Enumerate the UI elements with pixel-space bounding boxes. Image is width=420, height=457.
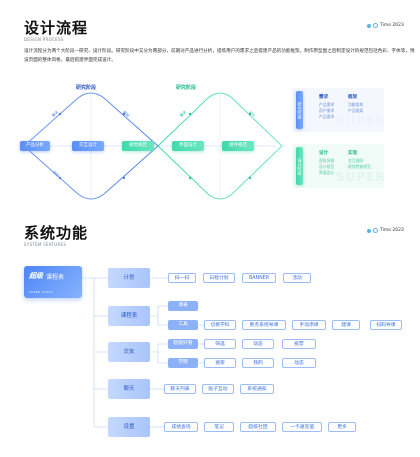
arrow-dot-2 (122, 112, 126, 116)
course-sub-table[interactable]: 课表 (168, 301, 198, 311)
design-card: SUPER 设计阶段 设计 视觉风格 设计规范 界面设计 实现 交互规则 视觉检… (292, 144, 386, 188)
node-product-analysis[interactable]: 产品分析 (20, 141, 50, 151)
research-col1-item: 产品需求 (319, 102, 335, 107)
chat-item-post[interactable]: 贴子互动 (202, 384, 234, 394)
research-col1-head: 需求 (319, 95, 329, 100)
research-card: SUPER 研究阶段 需求 产品需求 用户需求 产品需求 框架 功能架构 产品框… (292, 88, 386, 132)
phase-design-label: 研究阶段 (176, 85, 197, 91)
design-col1-head: 设计 (319, 151, 329, 156)
settings-item-club[interactable]: 超级社团 (240, 422, 276, 432)
design-card-tab-text: 设计阶段 (297, 157, 303, 175)
friends-item-feed[interactable]: 动态 (242, 339, 274, 349)
research-col2-item: 产品框架 (348, 108, 364, 113)
section2-subtitle: SYSTEM FEATURES (24, 242, 67, 247)
design-col1-item: 视觉风格 (319, 158, 335, 163)
research-col2-head: 框架 (348, 95, 358, 100)
section1-subtitle: DESIGN PROCESS (24, 37, 64, 42)
design-col1-item: 界面设计 (319, 170, 335, 175)
settings-item-more[interactable]: 更多 (328, 422, 356, 432)
chat-item-notify[interactable]: 系统通知 (240, 384, 274, 394)
node-ui-design[interactable]: 界面设计 (172, 141, 204, 151)
course-sub: SUPER CLASS (29, 290, 53, 294)
plan-item-banner[interactable]: BANNER (242, 273, 276, 283)
research-col1-item: 产品需求 (319, 114, 335, 119)
design-col2-head: 实现 (348, 151, 358, 156)
tool-item-build[interactable]: 建课 (332, 320, 360, 330)
arrow-dot-7 (188, 176, 192, 180)
section1-brand: Timo 2023 (367, 23, 404, 28)
settings-item-notes[interactable]: 笔记 (204, 422, 234, 432)
tool-item-import-system[interactable]: 教务系统导课 (242, 320, 286, 330)
category-plan[interactable]: 计划 (108, 268, 150, 288)
arrow-dot-5 (188, 112, 192, 116)
design-col1-item: 设计规范 (319, 164, 335, 169)
design-col2-item: 视觉检查规范 (348, 164, 371, 169)
design-diamond (157, 92, 283, 200)
design-card-tab: 设计阶段 (296, 147, 303, 185)
course-sub-tools[interactable]: 工具 (168, 320, 198, 330)
brand-text: Timo 2023 (380, 228, 404, 233)
section1-title: 设计流程 (24, 19, 89, 37)
tool-item-scan-import[interactable]: 扫码导课 (370, 320, 402, 330)
arrow-dot-1 (58, 112, 62, 116)
tool-item-manual-add[interactable]: 手动添课 (292, 320, 326, 330)
design-col2-item: 交互规则 (348, 158, 364, 163)
college-item-search[interactable]: 搜索 (204, 358, 236, 368)
category-settings[interactable]: 设置 (108, 417, 150, 437)
brand-ring-icon (373, 228, 378, 233)
friends-sub-college[interactable]: 学院 (168, 358, 198, 368)
arrow-dot-3 (58, 176, 62, 180)
friends-sub-super[interactable]: 超级好看 (168, 339, 198, 349)
plan-item-scan[interactable]: 扫一扫 (168, 273, 196, 283)
arrow-dot-4 (122, 176, 126, 180)
category-course[interactable]: 课程表 (108, 306, 150, 326)
research-col2-item: 功能架构 (348, 102, 364, 107)
brand-ring-icon (373, 23, 378, 28)
college-item-mine[interactable]: 我的 (242, 358, 274, 368)
category-friends[interactable]: 交友 (108, 342, 150, 362)
brand-text: Timo 2023 (380, 23, 404, 28)
course-label: 课程表 (46, 274, 65, 281)
settings-item-grades[interactable]: 成绩查询 (164, 422, 198, 432)
brand-dot-icon (367, 23, 371, 28)
research-card-watermark: SUPER (336, 114, 386, 128)
design-card-watermark: SUPER (336, 170, 386, 184)
phase-research-label: 研究阶段 (76, 85, 97, 91)
plan-item-activity[interactable]: 活动 (283, 273, 311, 283)
research-card-tab-text: 研究阶段 (297, 101, 303, 119)
friends-item-vote[interactable]: 投票 (282, 339, 316, 349)
research-card-tab: 研究阶段 (296, 91, 303, 129)
section2-title: 系统功能 (24, 224, 89, 242)
category-chat[interactable]: 聊天 (108, 379, 150, 399)
brand-dot-icon (367, 228, 371, 233)
college-item-feed[interactable]: 动态 (282, 358, 316, 368)
tool-item-switch-subject[interactable]: 切换学科 (204, 320, 236, 330)
node-visual-spec[interactable]: 视觉规范 (122, 141, 154, 151)
course-logo: 超级 (29, 272, 43, 280)
course-table-root[interactable]: 超级 课程表 SUPER CLASS (24, 266, 82, 298)
research-col1-item: 用户需求 (319, 108, 335, 113)
friends-item-filter[interactable]: 筛选 (204, 339, 236, 349)
section1-description: 设计流程分为两个大阶段—研究、设计阶段。研究阶段中又分为两部分，前期对产品进行分… (24, 49, 415, 63)
arrow-dot-8 (248, 176, 252, 180)
arrow-dot-6 (248, 112, 252, 116)
node-component-spec[interactable]: 组件规范 (222, 141, 254, 151)
section2-brand: Timo 2023 (367, 228, 404, 233)
plan-item-schedule[interactable]: 日程计划 (203, 273, 235, 283)
node-interaction-design[interactable]: 交互设计 (72, 141, 104, 151)
settings-item-card[interactable]: 一卡通充值 (282, 422, 322, 432)
chat-item-list[interactable]: 聊天列表 (164, 384, 196, 394)
